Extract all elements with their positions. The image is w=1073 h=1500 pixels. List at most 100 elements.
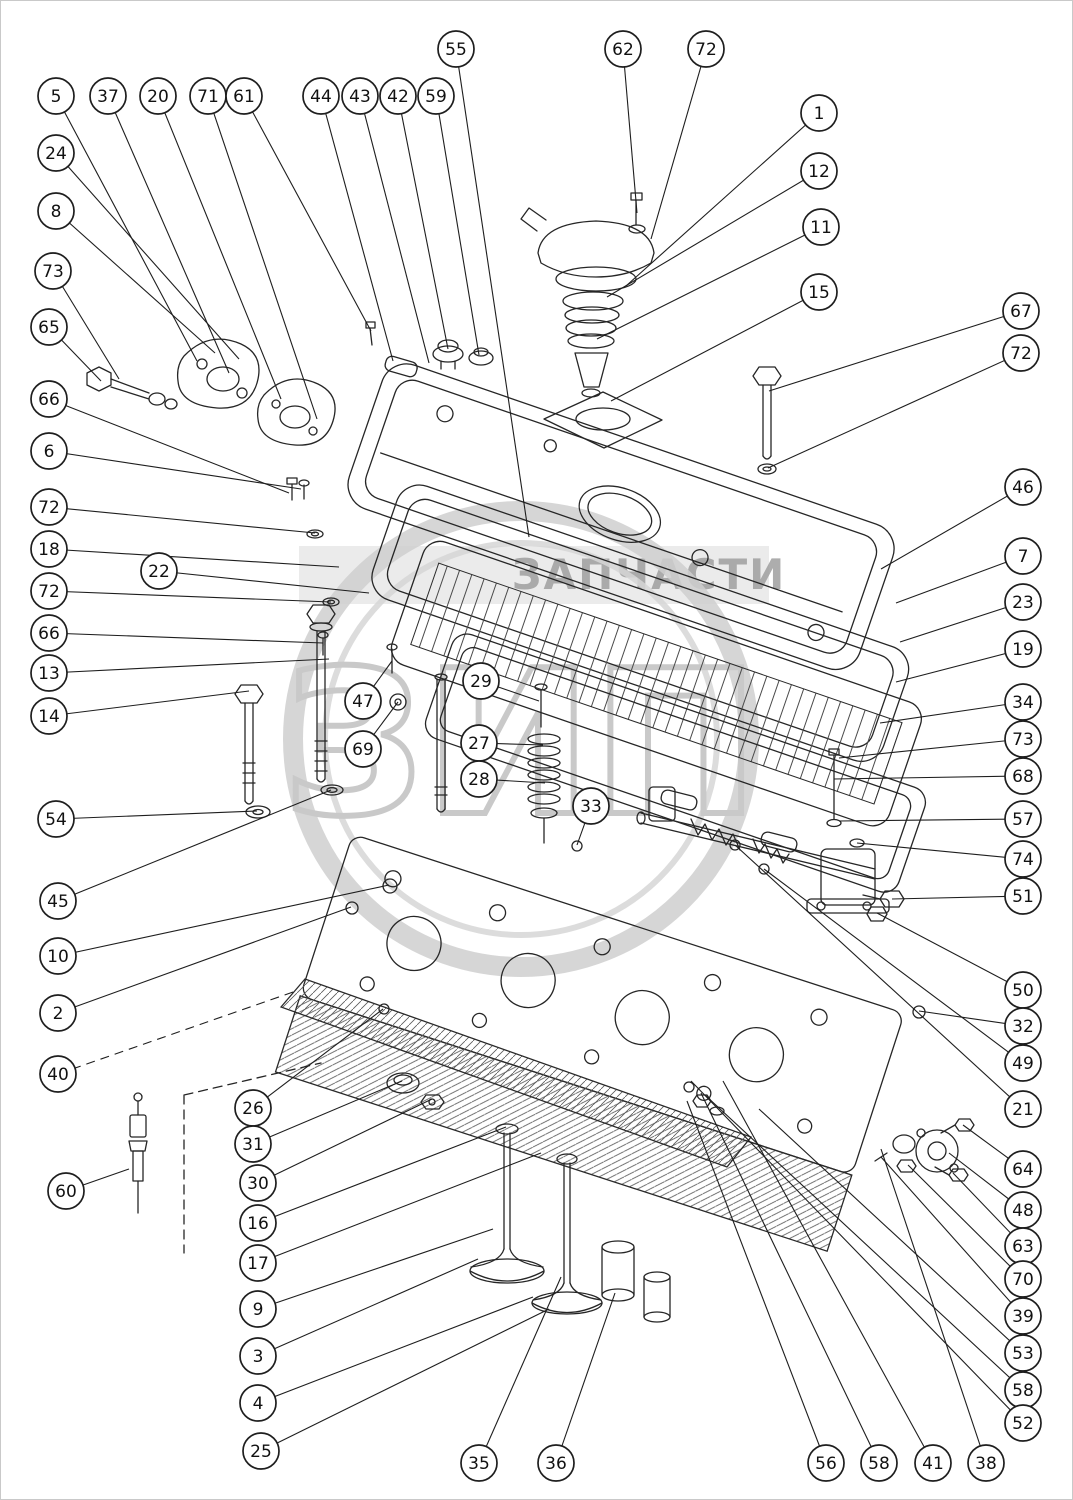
long-stud [434,673,448,813]
callout-number: 69 [352,740,374,760]
callout-number: 53 [1012,1344,1034,1364]
leader-line-62-1 [622,48,638,214]
callout-number: 37 [97,87,119,107]
callout-circle [1004,468,1042,506]
callout-number: 28 [468,770,490,790]
screw-66-lower [317,631,329,656]
callout-number: 12 [808,162,830,182]
callout-number: 19 [1012,640,1034,660]
callout-68-58: 68 [1004,757,1042,795]
callout-8-17: 8 [37,192,75,230]
callout-35-74: 35 [460,1444,498,1482]
callout-34-56: 34 [1004,683,1042,721]
callout-circle [341,77,379,115]
cover-plate-38 [892,1128,959,1173]
callout-9-40: 9 [239,1290,277,1328]
callout-57-59: 57 [1004,800,1042,838]
callout-circle [47,1172,85,1210]
callout-circle [967,1444,1005,1482]
callout-28-48: 28 [460,760,498,798]
callout-66-20: 66 [30,380,68,418]
callout-circle [1004,1260,1042,1298]
callout-number: 1 [814,104,825,124]
bolt-14 [234,684,264,805]
callout-circle [239,1204,277,1242]
callout-33-49: 33 [572,787,610,825]
screw-66-upper [298,479,310,500]
leader-line-66-26 [48,632,324,644]
callout-46-52: 46 [1004,468,1042,506]
bolt-51 [862,890,905,908]
callout-circle [379,77,417,115]
callout-number: 61 [233,87,255,107]
callout-circle [37,192,75,230]
callout-circle [37,77,75,115]
leader-line-22-24 [158,570,370,594]
callout-number: 23 [1012,593,1034,613]
callout-29-46: 29 [462,662,500,700]
nut-70 [896,1159,917,1173]
callout-40-33: 40 [39,1055,77,1093]
spacer-housing [390,540,922,827]
leader-line-70-69 [907,1164,1024,1280]
callout-37-4: 37 [89,77,127,115]
callout-number: 9 [253,1300,264,1320]
callout-circle [1004,537,1042,575]
washer-54 [245,805,271,819]
callout-number: 13 [38,664,60,684]
leader-line-30-37 [257,1098,433,1184]
leader-line-5-3 [55,95,198,362]
callout-21-65: 21 [1004,1090,1042,1128]
thermostat-cap [520,207,655,292]
leader-line-41-78 [722,1080,934,1464]
callout-67-50: 67 [1002,292,1040,330]
callout-62-1: 62 [604,30,642,68]
callout-23-54: 23 [1004,583,1042,621]
leader-line-26-35 [252,1008,384,1109]
callout-number: 72 [1010,344,1032,364]
callout-32-63: 32 [1004,1007,1042,1045]
callout-41-78: 41 [914,1444,952,1482]
callout-number: 35 [468,1454,490,1474]
valve-b [531,1153,603,1315]
callout-number: 29 [470,672,492,692]
callout-number: 55 [445,40,467,60]
callout-18-23: 18 [30,530,68,568]
callout-73-57: 73 [1004,720,1042,758]
callout-circle [1004,877,1042,915]
leader-line-17-39 [257,1152,542,1264]
callout-number: 2 [53,1004,64,1024]
leader-line-50-62 [876,912,1024,991]
leader-line-35-74 [478,1276,562,1464]
callout-circle [537,1444,575,1482]
callout-circle [39,1055,77,1093]
callout-36-75: 36 [537,1444,575,1482]
bolt-61 [365,321,376,346]
callout-circle [39,937,77,975]
callout-72-22: 72 [30,488,68,526]
callout-50-62: 50 [1004,971,1042,1009]
callout-circle [1004,840,1042,878]
bolt-22 [306,604,336,783]
callout-circle [1004,1090,1042,1128]
callout-circle [302,77,340,115]
callout-number: 4 [253,1394,264,1414]
callout-circle [242,1432,280,1470]
callout-number: 10 [47,947,69,967]
callout-number: 57 [1012,810,1034,830]
callout-31-36: 31 [234,1125,272,1163]
callout-circle [30,488,68,526]
callout-circle [417,77,455,115]
callout-55-0: 55 [437,30,475,68]
leader-lines [48,48,1024,1464]
callout-38-79: 38 [967,1444,1005,1482]
callout-number: 45 [47,892,69,912]
callout-14-28: 14 [30,697,68,735]
leader-line-40-33 [57,990,297,1075]
leader-line-15-15 [610,291,820,402]
bolt-67 [752,366,782,460]
callout-circle [800,152,838,190]
leader-line-51-61 [891,895,1024,900]
callout-19-55: 19 [1004,630,1042,668]
